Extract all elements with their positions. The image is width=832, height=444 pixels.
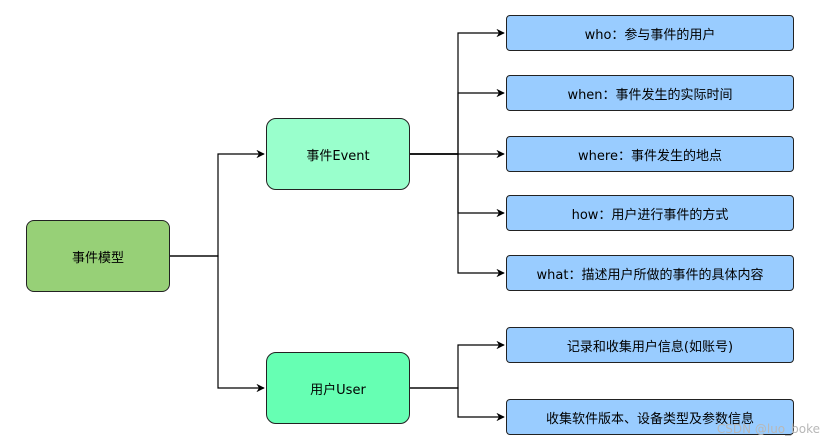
leaf-node-device-info: 收集软件版本、设备类型及参数信息 bbox=[506, 399, 794, 435]
leaf-node-what: what：描述用户所做的事件的具体内容 bbox=[506, 255, 794, 291]
branch-node-label: 事件Event bbox=[306, 148, 370, 164]
edge-event-to-when bbox=[410, 88, 505, 155]
edge-user-to-account bbox=[410, 340, 505, 389]
leaf-node-how: how：用户进行事件的方式 bbox=[506, 195, 794, 231]
watermark: CSDN @luo_boke bbox=[716, 422, 820, 436]
leaf-node-who: who：参与事件的用户 bbox=[506, 15, 794, 51]
leaf-node-user-account: 记录和收集用户信息(如账号) bbox=[506, 327, 794, 363]
leaf-node-label: 记录和收集用户信息(如账号) bbox=[566, 339, 734, 355]
branch-node-user: 用户User bbox=[266, 352, 410, 424]
edge-root-to-user bbox=[170, 255, 265, 393]
branch-node-label: 用户User bbox=[310, 382, 366, 398]
leaf-node-label: who：参与事件的用户 bbox=[584, 27, 716, 43]
edge-event-to-what bbox=[410, 153, 505, 278]
root-node-event-model: 事件模型 bbox=[26, 220, 170, 292]
leaf-node-when: when：事件发生的实际时间 bbox=[506, 75, 794, 111]
leaf-node-label: when：事件发生的实际时间 bbox=[567, 87, 733, 103]
edge-user-to-device bbox=[410, 387, 505, 422]
leaf-node-label: 收集软件版本、设备类型及参数信息 bbox=[545, 411, 754, 427]
edge-root-to-event bbox=[170, 149, 265, 257]
branch-node-event: 事件Event bbox=[266, 118, 410, 190]
leaf-node-where: where：事件发生的地点 bbox=[506, 136, 794, 172]
edge-event-to-how bbox=[410, 153, 505, 218]
leaf-node-label: how：用户进行事件的方式 bbox=[571, 207, 729, 223]
root-node-label: 事件模型 bbox=[71, 250, 124, 266]
leaf-node-label: where：事件发生的地点 bbox=[578, 148, 722, 164]
leaf-node-label: what：描述用户所做的事件的具体内容 bbox=[536, 267, 764, 283]
